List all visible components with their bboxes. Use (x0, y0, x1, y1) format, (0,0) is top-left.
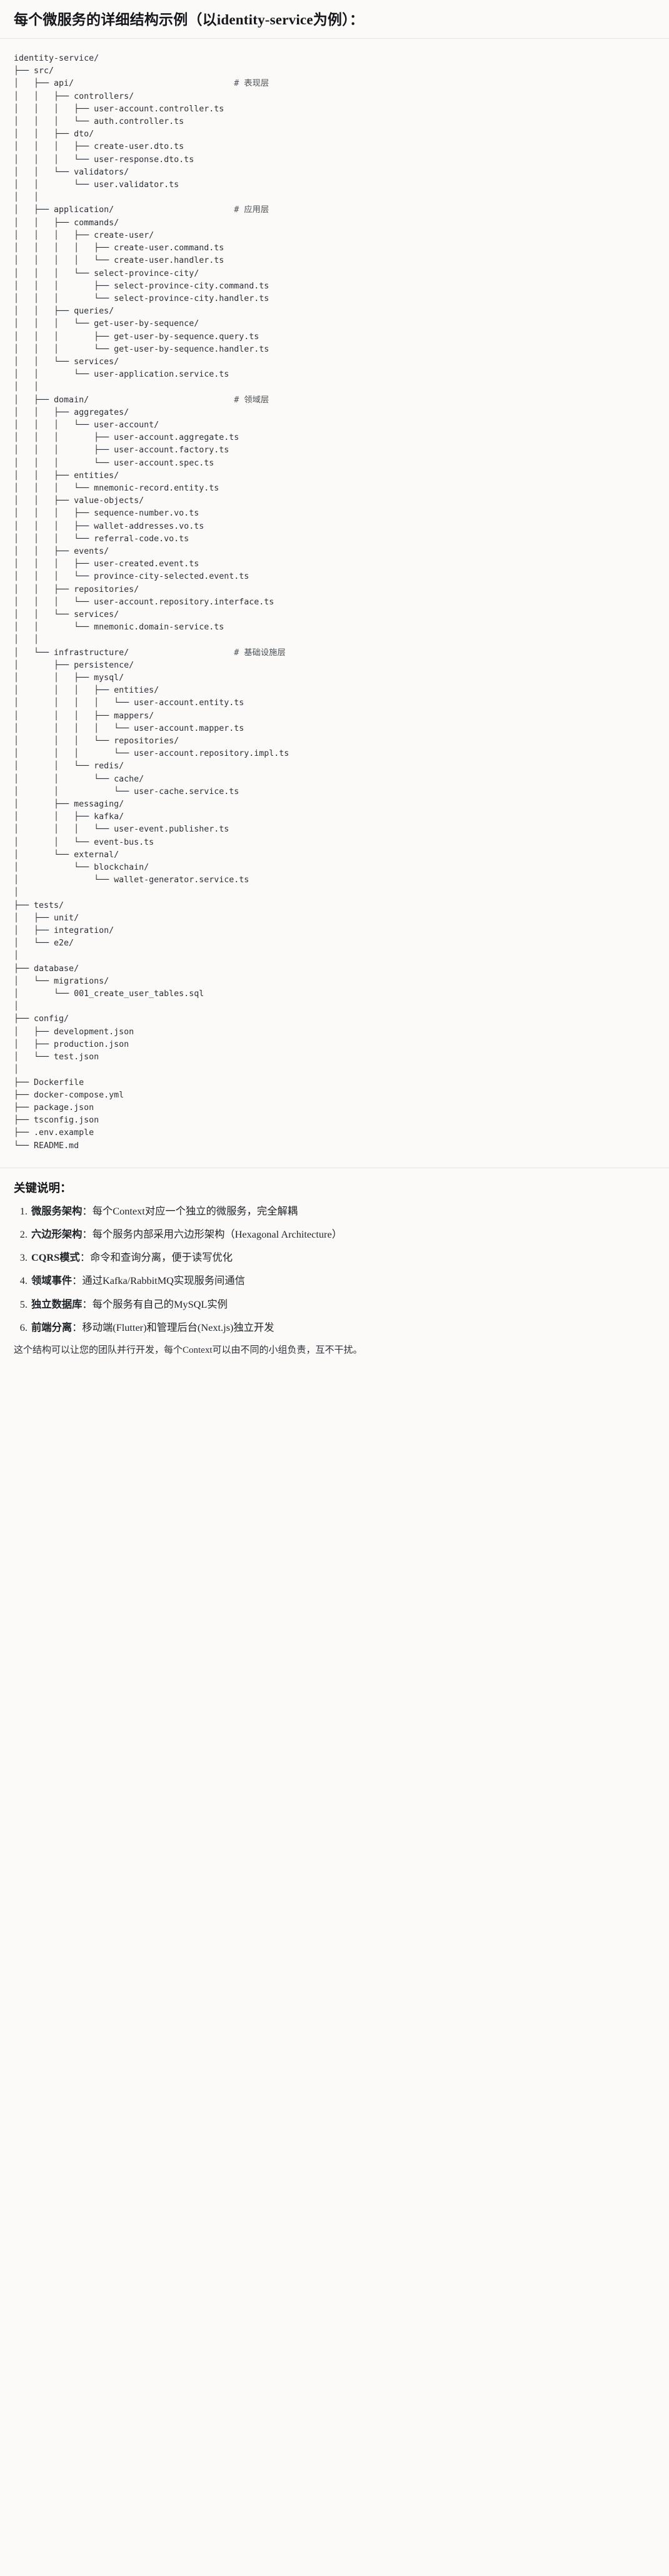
key-note-text: ：命令和查询分离，便于读写优化 (79, 1251, 233, 1264)
key-notes-footer: 这个结构可以让您的团队并行开发，每个Context可以由不同的小组负责，互不干扰… (14, 1345, 363, 1356)
key-note-item: CQRS模式：命令和查询分离，便于读写优化 (30, 1250, 655, 1265)
key-note-item: 前端分离：移动端(Flutter)和管理后台(Next.js)独立开发 (30, 1320, 655, 1335)
page-title: 每个微服务的详细结构示例（以identity-service为例）： (14, 12, 365, 28)
key-note-item: 独立数据库：每个服务有自己的MySQL实例 (30, 1296, 655, 1312)
key-note-term: 微服务架构 (31, 1204, 83, 1217)
title-divider (0, 38, 669, 39)
directory-tree: identity-service/ ├── src/ │ ├── api/ # … (14, 54, 289, 1151)
key-note-text: ：每个服务内部采用六边形架构（Hexagonal Architecture） (82, 1228, 342, 1240)
tree-layer-comment: # 领域层 (234, 395, 269, 405)
tree-layer-comment: # 应用层 (234, 205, 269, 215)
key-note-term: CQRS模式 (31, 1251, 80, 1264)
key-notes-section: 关键说明： 微服务架构：每个Context对应一个独立的微服务，完全解耦六边形架… (0, 1168, 669, 1372)
key-notes-list: 微服务架构：每个Context对应一个独立的微服务，完全解耦六边形架构：每个服务… (14, 1203, 655, 1336)
key-note-item: 六边形架构：每个服务内部采用六边形架构（Hexagonal Architectu… (30, 1226, 655, 1242)
document-page: 每个微服务的详细结构示例（以identity-service为例）： ident… (0, 0, 669, 1372)
key-note-term: 前端分离 (31, 1321, 73, 1333)
key-note-text: ：每个服务有自己的MySQL实例 (82, 1298, 228, 1310)
key-note-text: ：每个Context对应一个独立的微服务，完全解耦 (82, 1204, 298, 1217)
key-note-text: ：移动端(Flutter)和管理后台(Next.js)独立开发 (72, 1321, 274, 1333)
key-note-term: 独立数据库 (31, 1298, 83, 1310)
key-note-item: 微服务架构：每个Context对应一个独立的微服务，完全解耦 (30, 1203, 655, 1219)
directory-tree-block: identity-service/ ├── src/ │ ├── api/ # … (0, 39, 669, 1161)
key-note-item: 领域事件：通过Kafka/RabbitMQ实现服务间通信 (30, 1273, 655, 1288)
tree-layer-comment: # 基础设施层 (234, 648, 286, 658)
key-note-term: 领域事件 (31, 1275, 73, 1287)
tree-layer-comment: # 表现层 (234, 79, 269, 89)
key-note-term: 六边形架构 (31, 1228, 83, 1240)
key-notes-title: 关键说明： (14, 1182, 72, 1195)
key-note-text: ：通过Kafka/RabbitMQ实现服务间通信 (72, 1275, 245, 1287)
